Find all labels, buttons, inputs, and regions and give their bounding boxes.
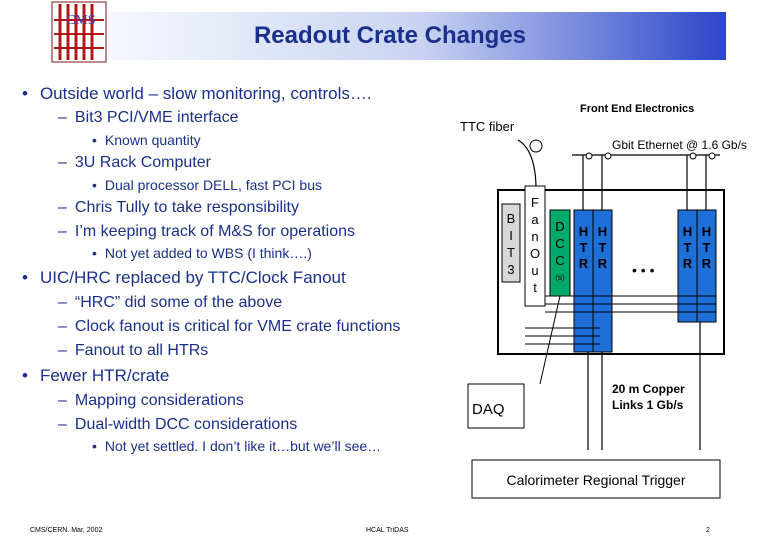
bullet-l3: •Not yet settled. I don’t like it…but we…	[92, 438, 382, 454]
fanout-module	[524, 185, 546, 307]
bullet-l2: –Chris Tully to take responsibility	[58, 199, 299, 216]
bullet-l2: –Mapping considerations	[58, 392, 244, 409]
ttc-fiber-label: TTC fiber	[460, 119, 515, 134]
slide-title: Readout Crate Changes	[253, 22, 527, 49]
bullet-l2: –Bit3 PCI/VME interface	[58, 109, 239, 126]
footer-left: CMS/CERN. Mar, 2002	[30, 527, 103, 534]
copper-label-1: 20 m Copper	[612, 382, 685, 396]
crt-label: Calorimeter Regional Trigger	[506, 472, 686, 488]
bullet-l3: •Known quantity	[92, 132, 201, 148]
daq-label: DAQ	[472, 401, 505, 418]
bullet-l2: –I’m keeping track of M&S for operations	[58, 223, 356, 240]
bullet-l1: •Fewer HTR/crate	[22, 366, 170, 385]
gbit-connectors	[585, 152, 716, 160]
daq-link	[539, 295, 561, 385]
ellipsis: • • •	[632, 262, 655, 278]
crt-box	[471, 459, 721, 499]
bullet-l2: –Fanout to all HTRs	[58, 342, 209, 359]
gbit-label: Gbit Ethernet @ 1.6 Gb/s	[612, 138, 747, 152]
bit3-module	[501, 203, 521, 283]
bullet-l1: •UIC/HRC replaced by TTC/Clock Fanout	[22, 268, 346, 287]
ttc-connector	[529, 139, 543, 153]
bullet-l3: •Not yet added to WBS (I think….)	[92, 245, 312, 261]
bullet-l2: –Dual-width DCC considerations	[58, 416, 298, 433]
front-end-label: Front End Electronics	[580, 103, 695, 115]
footer-center: HCAL TriDAS	[366, 527, 409, 534]
daq-box	[467, 383, 525, 429]
bullet-l2: –“HRC” did some of the above	[58, 294, 283, 311]
page-number: 2	[706, 527, 710, 534]
cms-logo: CMS	[50, 0, 108, 64]
copper-links	[587, 322, 701, 450]
title-bar	[48, 12, 726, 60]
crate-frame	[497, 189, 725, 355]
copper-label-2: Links 1 Gb/s	[612, 398, 684, 412]
clock-fanout-lines	[525, 295, 716, 345]
bullet-l1: •Outside world – slow monitoring, contro…	[22, 84, 372, 103]
gbit-links	[572, 154, 720, 210]
logo-text: CMS	[66, 13, 96, 28]
ttc-fiber-line	[517, 139, 537, 187]
bullet-l2: –Clock fanout is critical for VME crate …	[58, 318, 401, 335]
bullet-l2: –3U Rack Computer	[58, 154, 211, 171]
bullet-l3: •Dual processor DELL, fast PCI bus	[92, 177, 323, 193]
